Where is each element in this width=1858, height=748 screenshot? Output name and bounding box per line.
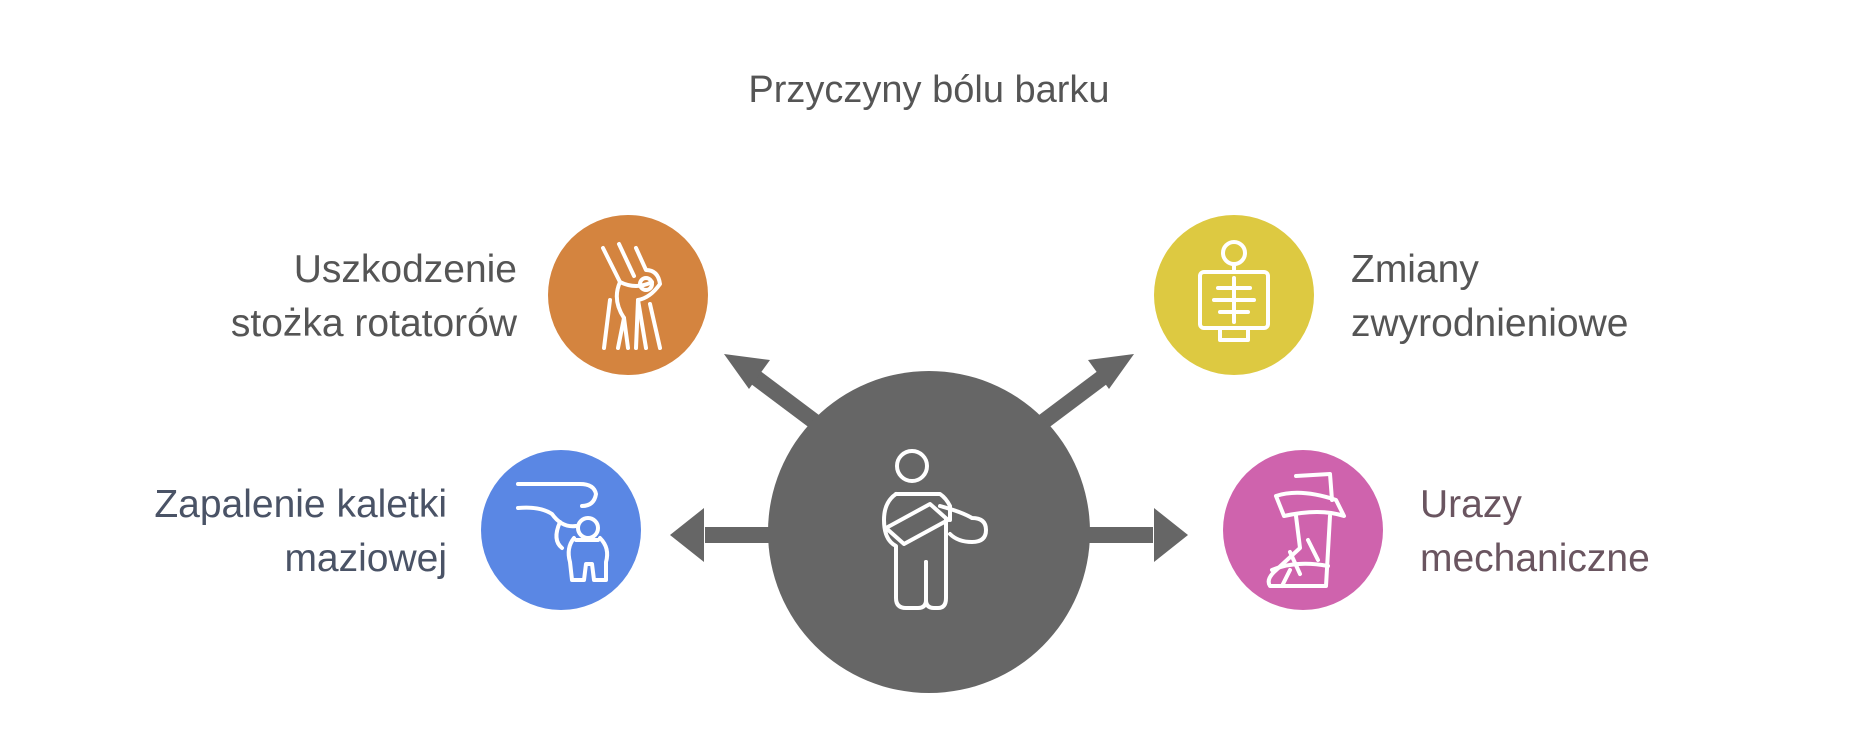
knee-joint-icon [601, 242, 662, 350]
trauma-label-line1: Urazy [1420, 483, 1522, 526]
arrow-to-trauma [1078, 508, 1188, 562]
center-node [768, 371, 1090, 693]
arrow-to-degenerative [1038, 354, 1134, 429]
trauma-circle [1223, 450, 1383, 610]
bursitis-label-line1: Zapalenie kaletki [154, 483, 447, 526]
cause-trauma: Urazy mechaniczne [1223, 450, 1650, 610]
cause-degenerative: Zmiany zwyrodnieniowe [1154, 215, 1628, 375]
rotator-cuff-label-line2: stożka rotatorów [231, 302, 518, 345]
arrows [670, 354, 1188, 562]
degenerative-label-line2: zwyrodnieniowe [1351, 302, 1628, 345]
arrow-to-bursitis [670, 508, 780, 562]
bandaged-limb-icon [1266, 472, 1346, 588]
trauma-label-line2: mechaniczne [1420, 537, 1650, 580]
rotator-cuff-label-line1: Uszkodzenie [294, 248, 517, 291]
injured-person-sling-icon [882, 449, 988, 610]
shoulder-pain-icon [516, 482, 610, 582]
xray-skeleton-icon [1198, 240, 1270, 342]
diagram-title: Przyczyny bólu barku [748, 69, 1109, 111]
arrow-to-rotator-cuff [724, 354, 820, 429]
degenerative-label-line1: Zmiany [1351, 248, 1479, 291]
cause-bursitis: Zapalenie kaletki maziowej [154, 450, 641, 610]
bursitis-label-line2: maziowej [284, 537, 447, 580]
bursitis-circle [481, 450, 641, 610]
cause-rotator-cuff: Uszkodzenie stożka rotatorów [231, 215, 708, 375]
rotator-cuff-circle [548, 215, 708, 375]
